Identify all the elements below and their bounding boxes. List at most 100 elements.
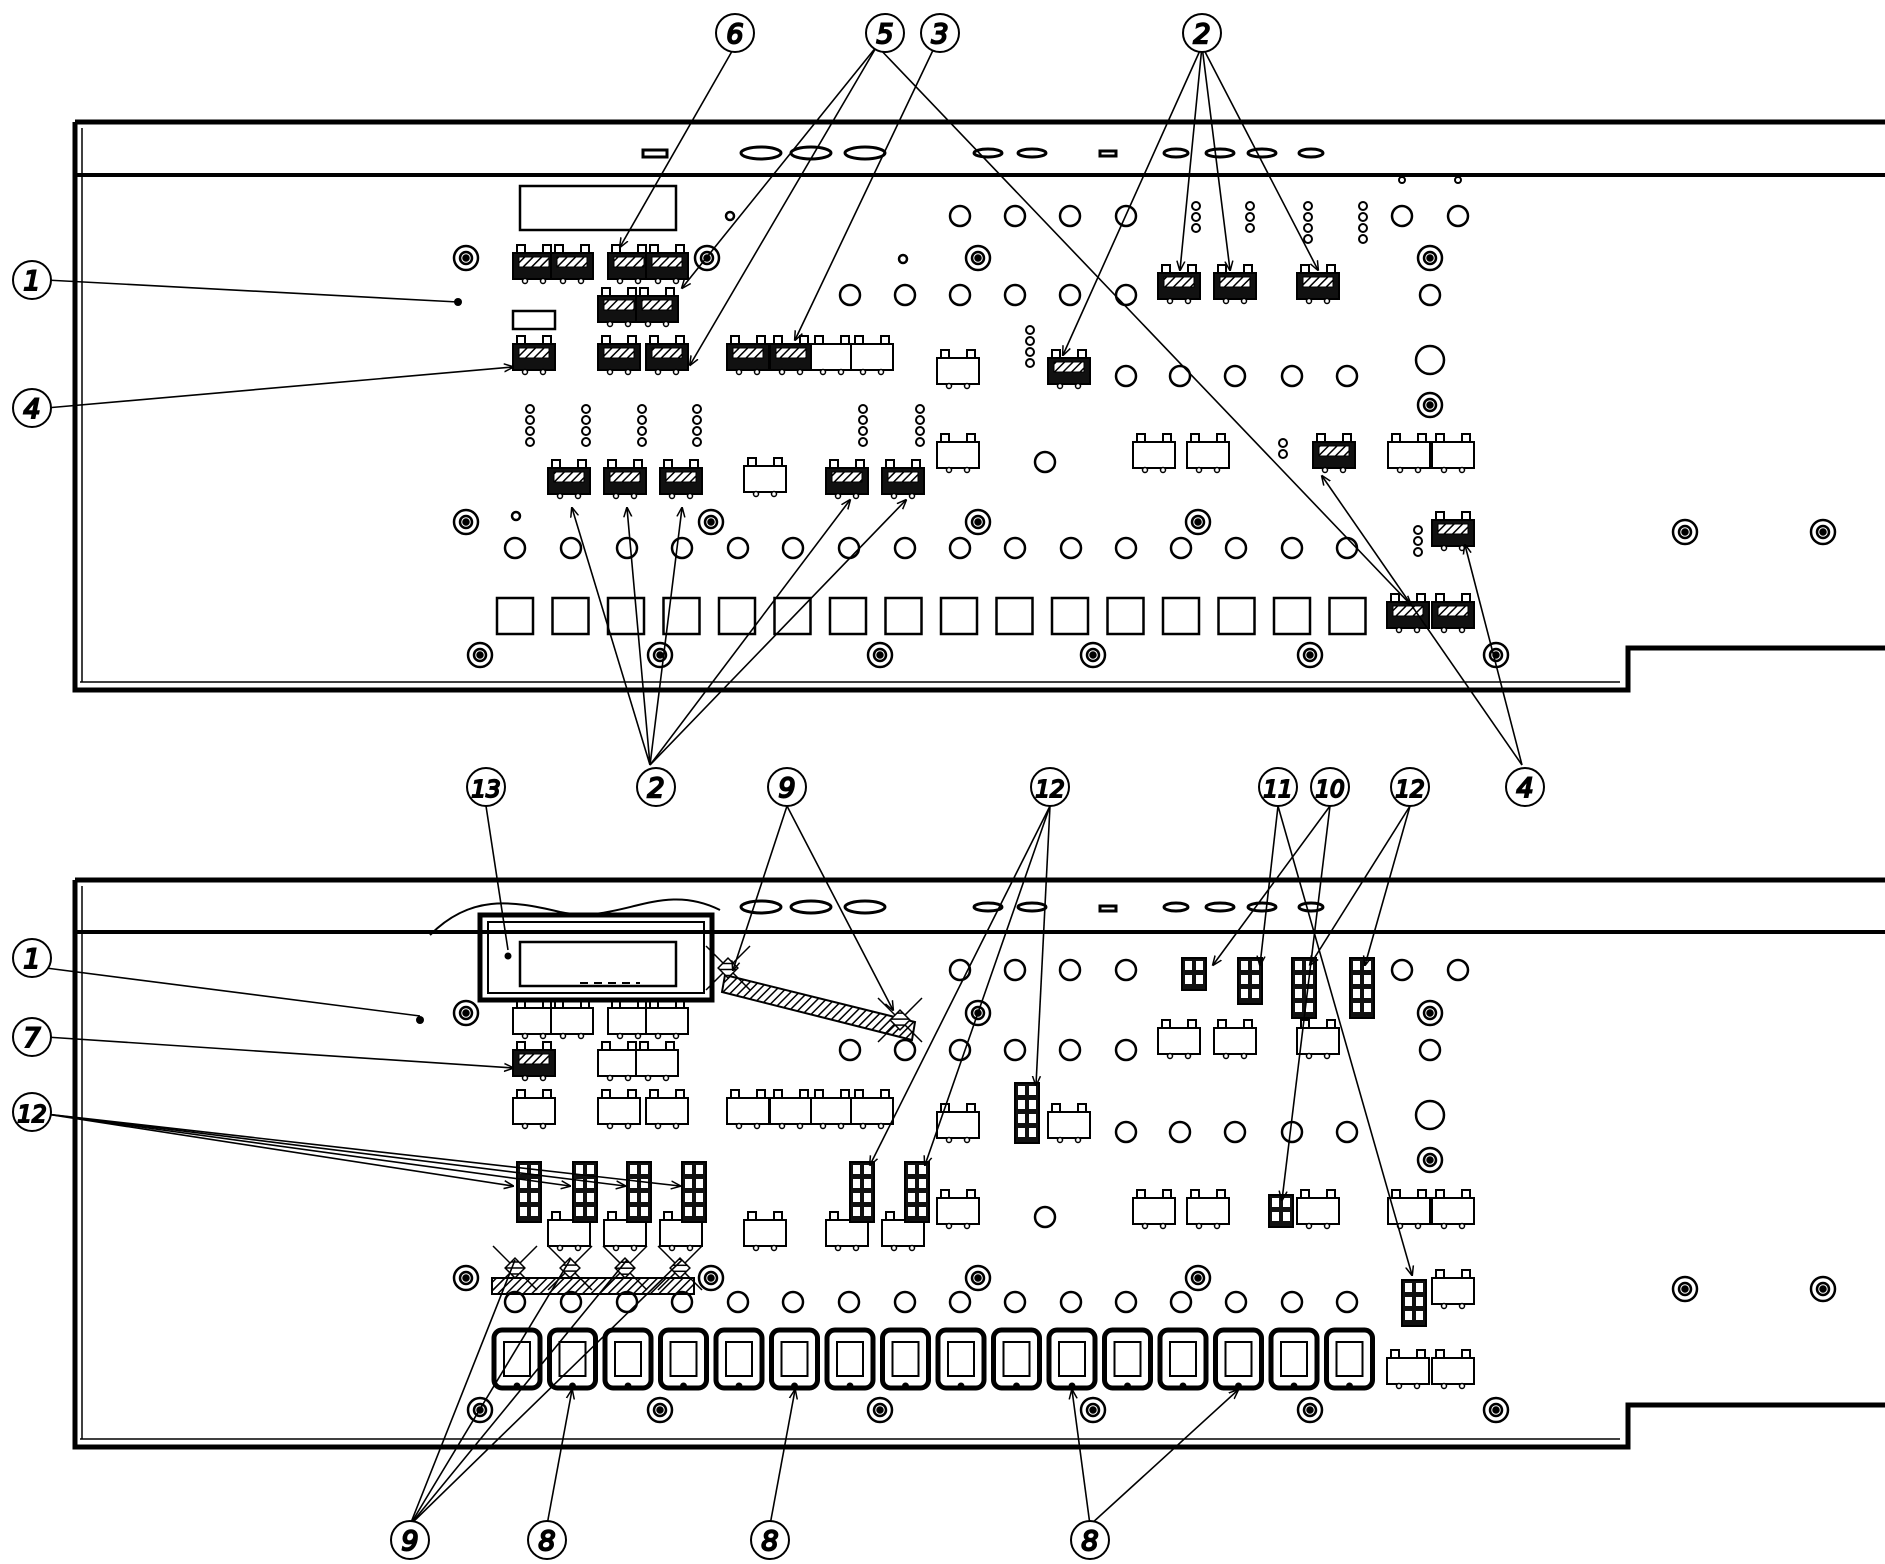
led xyxy=(581,426,591,436)
pin xyxy=(1283,1198,1290,1207)
pin xyxy=(1364,1003,1371,1012)
connector-latch xyxy=(516,1041,552,1050)
connector-body xyxy=(512,1097,556,1125)
key-switch-cap xyxy=(891,1341,920,1377)
pin-header xyxy=(681,1161,707,1223)
knob-hole xyxy=(1058,204,1082,228)
knob-hole xyxy=(1003,1038,1027,1062)
connector xyxy=(512,1089,556,1130)
connector-filled xyxy=(1312,433,1356,474)
knob-hole xyxy=(1335,536,1359,560)
mounting-boss-inner xyxy=(458,250,474,266)
pin xyxy=(1353,961,1360,970)
connector-latch xyxy=(649,1089,685,1098)
connector-pin xyxy=(1184,1052,1192,1060)
connector-hatch xyxy=(651,347,683,359)
connector-pin xyxy=(1074,1136,1082,1144)
connector-pin xyxy=(521,368,529,376)
knob-hole xyxy=(615,536,639,560)
connector-pin xyxy=(521,1032,529,1040)
connector-pin xyxy=(753,368,761,376)
mounting-boss xyxy=(697,508,725,536)
connector-pin xyxy=(612,1244,620,1252)
connector-filled xyxy=(512,244,556,285)
connector-pin xyxy=(1458,1382,1466,1390)
pin xyxy=(587,1179,594,1188)
connector-latch xyxy=(940,1103,976,1112)
connector-latch xyxy=(516,999,552,1008)
connector-pin xyxy=(945,382,953,390)
mounting-boss-inner xyxy=(1815,1281,1831,1297)
key-switch xyxy=(491,1327,543,1391)
key-switch xyxy=(658,1327,709,1391)
key-switch-pin xyxy=(513,1382,521,1390)
connector-filled xyxy=(659,459,703,500)
knob-hole xyxy=(1003,958,1027,982)
pin xyxy=(576,1165,583,1174)
connector-latch xyxy=(1435,433,1471,442)
connector-body xyxy=(603,1219,647,1247)
led xyxy=(1303,234,1313,244)
mounting-boss-inner xyxy=(472,647,488,663)
connector-pin xyxy=(752,1244,760,1252)
key-switches xyxy=(491,1327,1375,1391)
part-1-dot xyxy=(416,1016,424,1024)
callout-2-bottom: 2 xyxy=(636,767,676,807)
mounting-boss xyxy=(1416,999,1444,1027)
pin-header xyxy=(1401,1279,1427,1327)
connector xyxy=(743,1211,787,1252)
square-button xyxy=(995,596,1034,636)
led xyxy=(525,404,535,414)
pin xyxy=(864,1193,871,1202)
pin xyxy=(630,1207,637,1216)
callout-label: 12 xyxy=(17,1102,46,1128)
connector-latch xyxy=(611,999,647,1008)
pin xyxy=(576,1193,583,1202)
pin xyxy=(1283,1212,1290,1221)
connector-pin xyxy=(1213,466,1221,474)
knob-hole xyxy=(948,536,972,560)
connector-latch xyxy=(1300,1189,1336,1198)
led xyxy=(1303,212,1313,222)
connector-pin xyxy=(1213,1222,1221,1230)
pin xyxy=(1018,1100,1025,1109)
led xyxy=(858,437,868,447)
connector-pin xyxy=(1323,297,1331,305)
key-switch-pin xyxy=(569,1382,576,1390)
callout-label: 7 xyxy=(23,1023,40,1054)
connector-body xyxy=(1213,1027,1257,1055)
connector-body xyxy=(550,1007,594,1035)
knob-hole xyxy=(1335,364,1359,388)
connector-hatch xyxy=(1219,276,1251,288)
square-button xyxy=(1050,596,1090,636)
callout-5: 5 xyxy=(865,13,905,53)
led xyxy=(525,437,535,447)
cable-tie-head xyxy=(559,1257,581,1279)
connector-filled xyxy=(1157,264,1201,305)
connector-pin xyxy=(963,466,971,474)
connector-pin xyxy=(1440,1222,1448,1230)
connector-filled xyxy=(547,459,591,500)
connector-filled xyxy=(597,335,641,376)
pin xyxy=(587,1207,594,1216)
mounting-boss-inner xyxy=(1677,1281,1693,1297)
connector-latch xyxy=(1435,1269,1471,1278)
connector-pin xyxy=(606,368,614,376)
key-switch-cap xyxy=(1280,1341,1308,1377)
key-switch-pin xyxy=(680,1382,687,1390)
connector-latch xyxy=(554,999,590,1008)
connector-filled xyxy=(1213,264,1257,305)
connector-pin xyxy=(1184,297,1192,305)
led xyxy=(637,415,647,425)
square-button xyxy=(939,596,979,636)
top-rail-slots xyxy=(739,899,1325,915)
connector-pin xyxy=(624,1074,632,1082)
connector xyxy=(512,999,556,1040)
connector-hatch xyxy=(556,256,588,268)
connector-latch xyxy=(1390,593,1426,602)
connector-pin xyxy=(963,1136,971,1144)
mounting-bosses xyxy=(452,999,1837,1424)
pin xyxy=(696,1193,703,1202)
connector-pin xyxy=(1159,466,1167,474)
